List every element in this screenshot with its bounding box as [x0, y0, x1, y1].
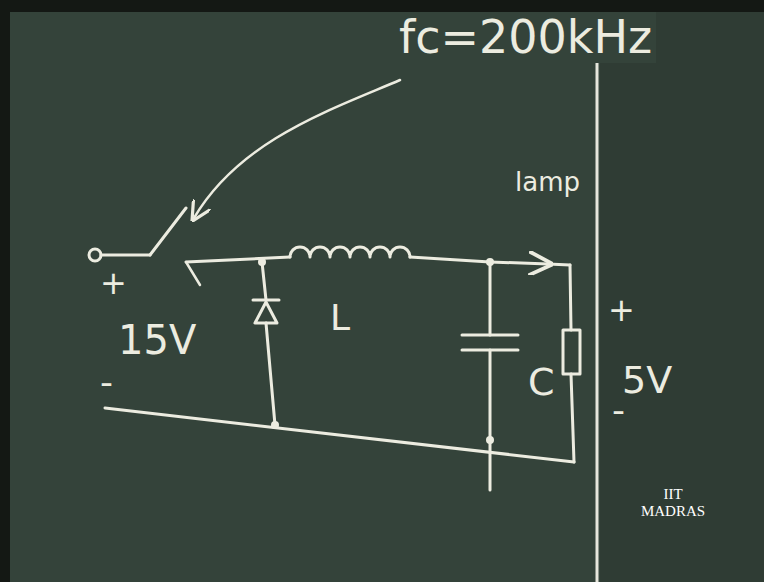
- capacitor-plate: [462, 334, 518, 337]
- wire: [410, 257, 490, 262]
- input-terminal: [89, 249, 101, 261]
- polarity-sign: +: [100, 266, 127, 301]
- callout-leader: [194, 80, 400, 218]
- part-name: L: [330, 298, 350, 338]
- diode-symbol: [255, 302, 277, 323]
- switch-blade: [150, 208, 186, 255]
- junction-dot: [271, 421, 279, 429]
- polarity-sign: -: [100, 362, 113, 402]
- junction-dot: [486, 258, 494, 266]
- board-right-panel: [600, 0, 764, 582]
- wire: [262, 262, 266, 300]
- wire: [570, 265, 571, 330]
- board-divider: [596, 12, 599, 582]
- wire: [186, 257, 290, 262]
- lamp-symbol: [563, 330, 580, 374]
- inductor-symbol: [290, 247, 410, 257]
- wire: [266, 323, 275, 425]
- load-label: lamp: [515, 168, 580, 197]
- polarity-sign: -: [612, 390, 625, 430]
- junction-dot: [486, 436, 494, 444]
- switch-contact: [186, 262, 200, 285]
- voltage-label: 15V: [118, 318, 196, 362]
- watermark: IIT MADRAS: [636, 486, 710, 519]
- voltage-label: 5V: [622, 360, 672, 402]
- callout-label: fc=200kHz: [395, 12, 656, 63]
- junction-dot: [258, 258, 266, 266]
- current-arrow: [490, 262, 548, 264]
- polarity-sign: +: [608, 293, 635, 328]
- wire: [489, 350, 492, 490]
- board-top-edge: [0, 0, 764, 12]
- wire: [101, 254, 150, 257]
- part-name: C: [528, 362, 555, 404]
- wire: [571, 374, 574, 462]
- board-left-edge: [0, 0, 10, 582]
- wire: [489, 262, 492, 335]
- return-wire: [105, 408, 574, 462]
- wire: [548, 264, 570, 265]
